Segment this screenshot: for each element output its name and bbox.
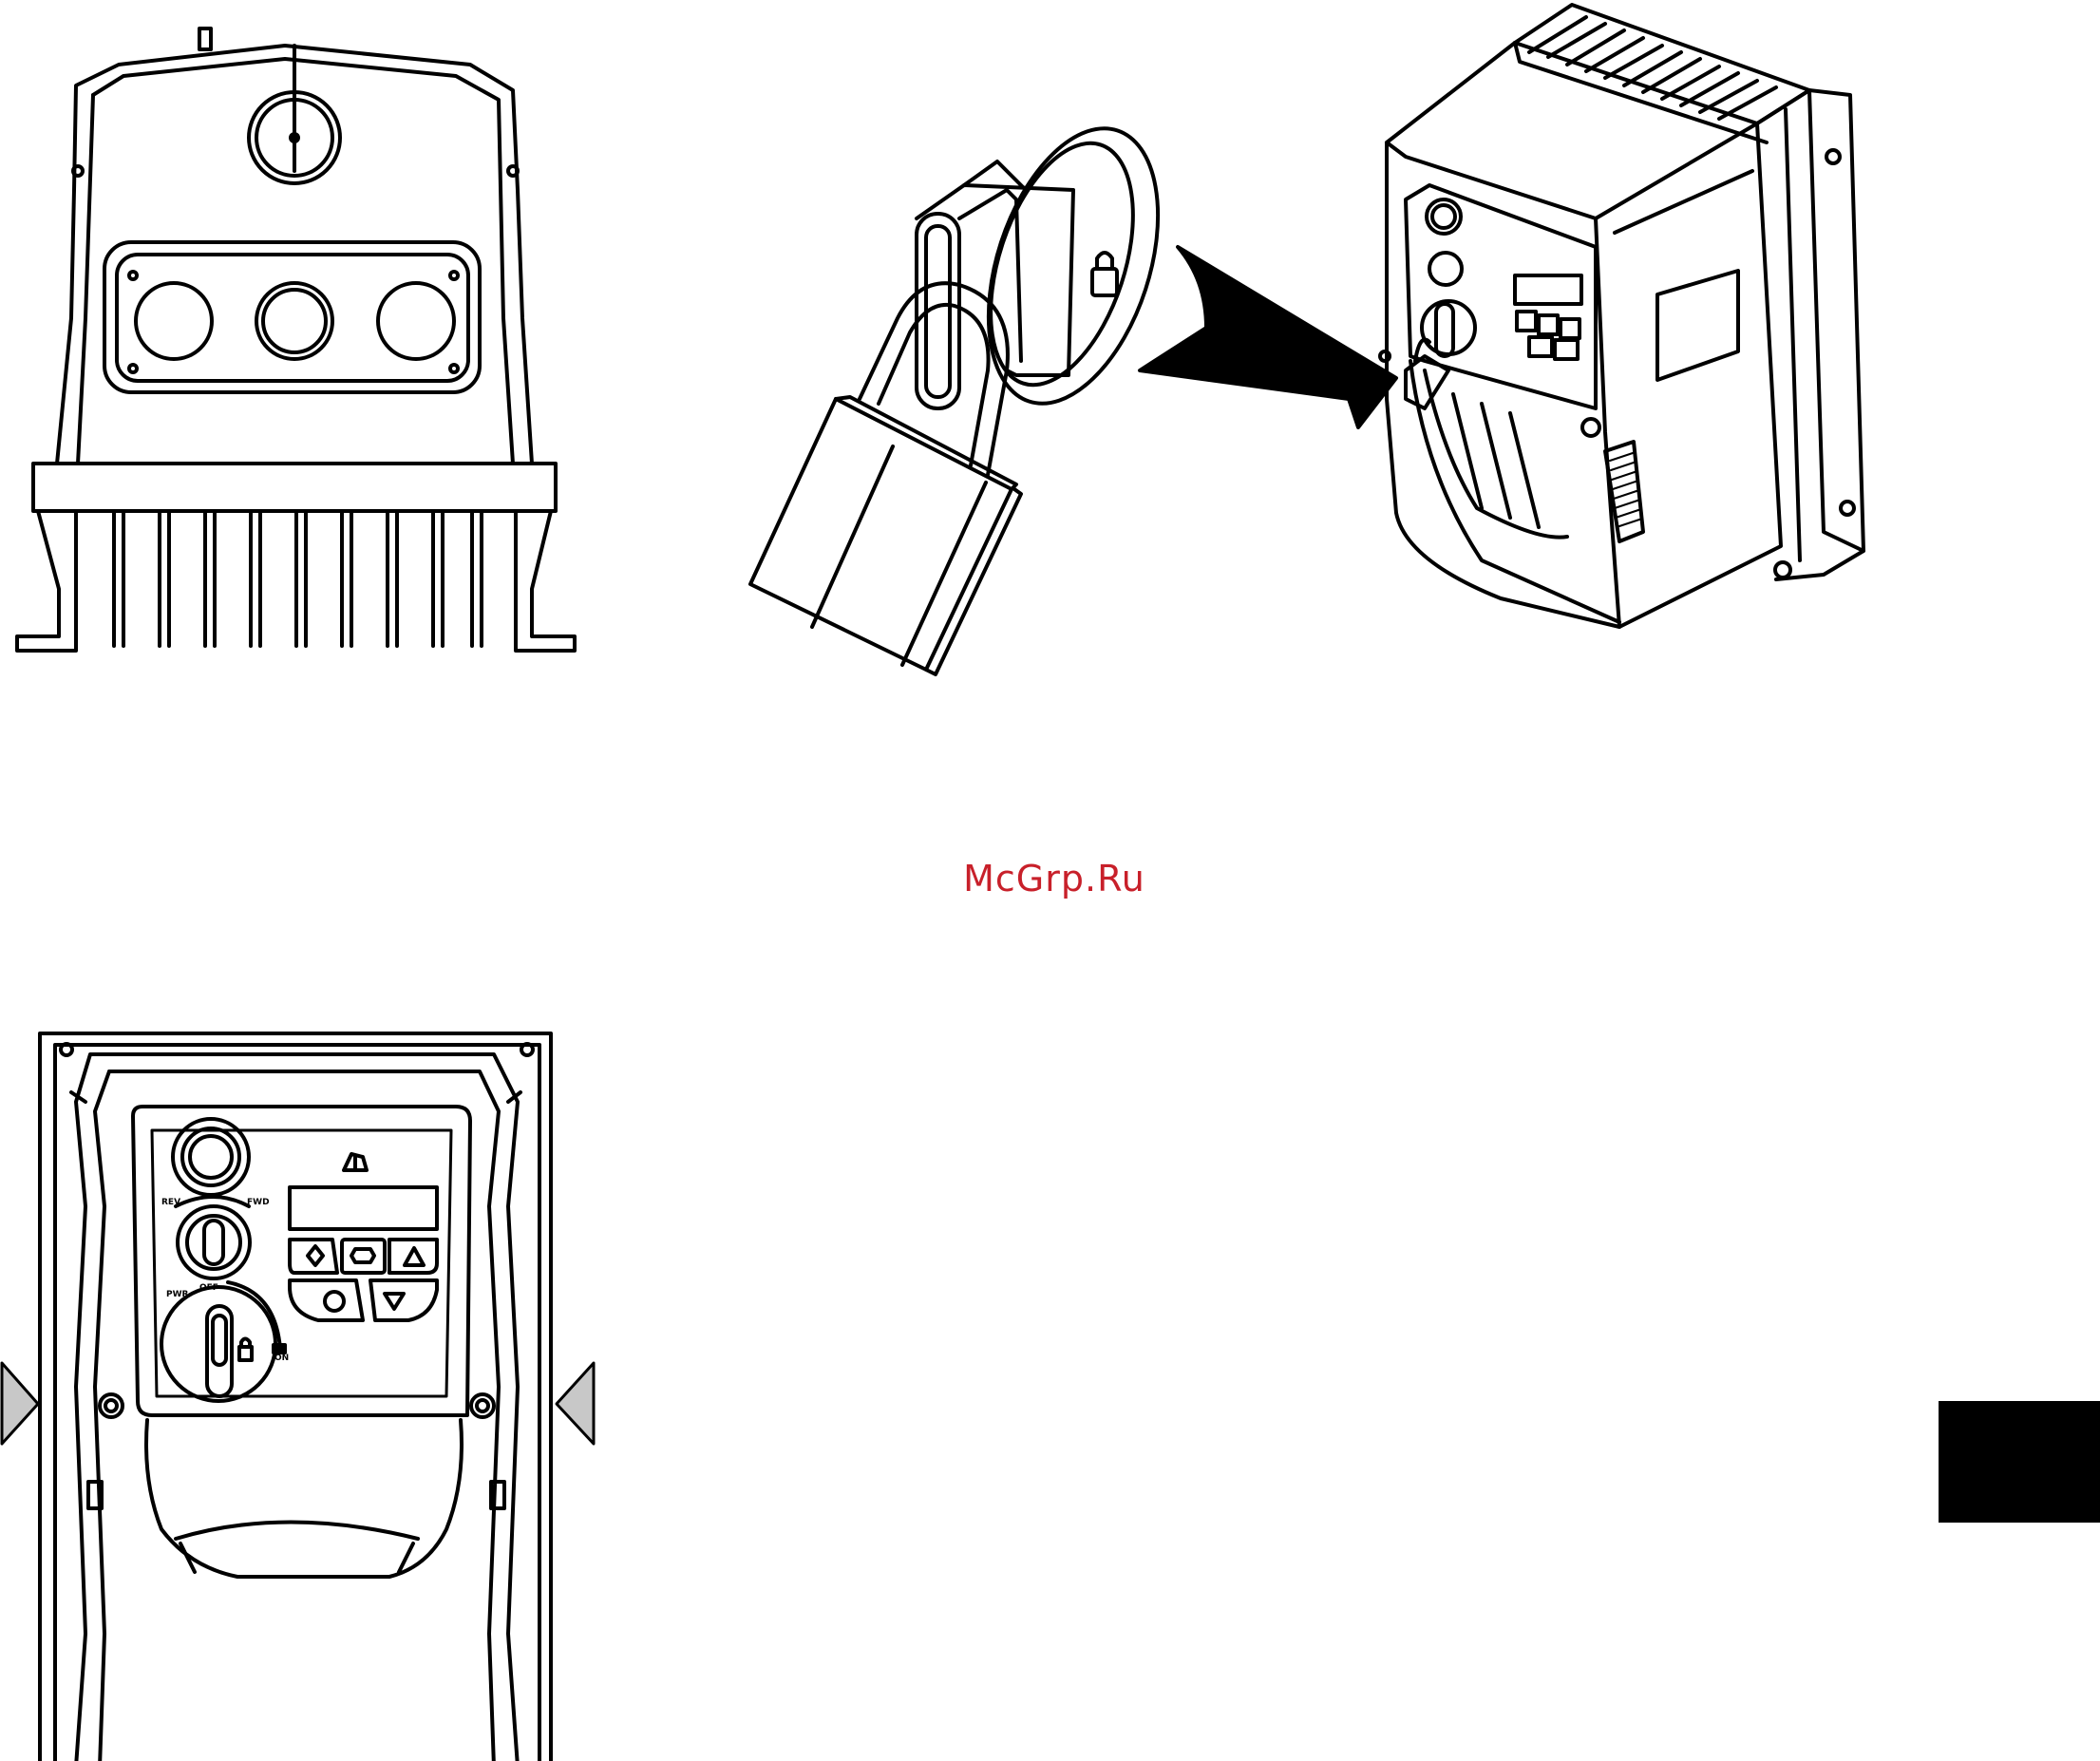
label-pwr: PWR	[166, 1290, 189, 1299]
watermark: McGrp.Ru	[959, 858, 1149, 899]
label-off: OFF	[199, 1283, 218, 1293]
label-on: ON	[274, 1354, 289, 1363]
drive-isometric-view	[1380, 5, 1864, 627]
drive-end-view	[17, 28, 575, 651]
label-fwd: FWD	[247, 1198, 270, 1207]
padlock-detail	[750, 107, 1396, 674]
section-tab	[1939, 1401, 2100, 1523]
drive-front-view	[2, 1033, 594, 1761]
label-rev: REV	[161, 1198, 180, 1207]
